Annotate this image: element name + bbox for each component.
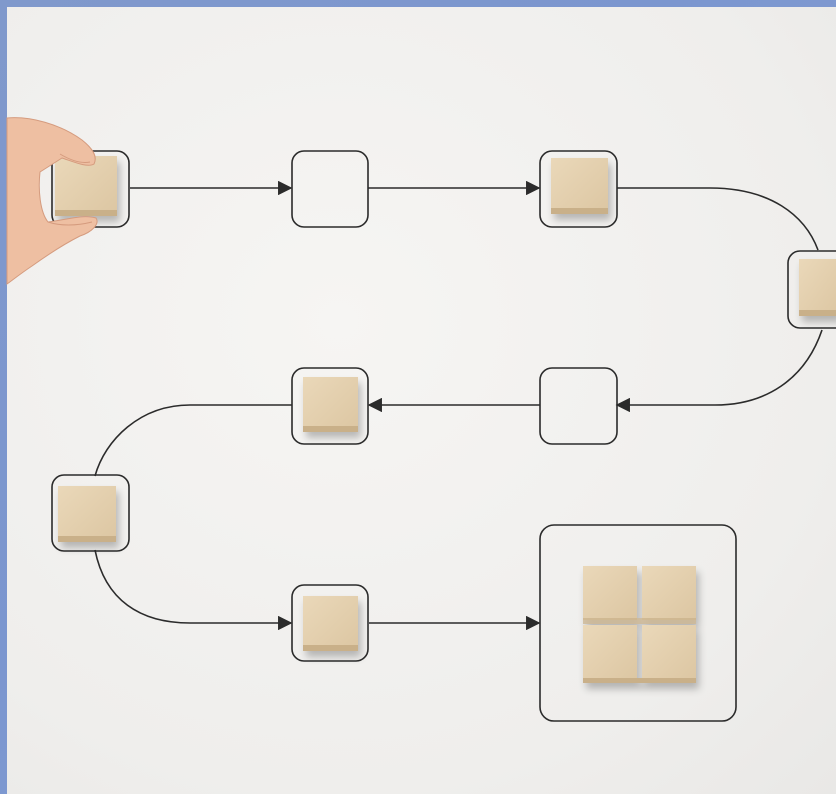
node-outline-n2	[291, 150, 369, 228]
wood-block-n1	[55, 156, 117, 216]
photo-background	[7, 7, 836, 794]
wood-block-grid-target	[583, 566, 696, 683]
node-outline-n8	[291, 584, 369, 662]
node-outline-n5	[539, 367, 618, 445]
connector-n4-n5	[615, 329, 823, 413]
wood-block-n8	[303, 596, 358, 651]
hand-illustration	[6, 117, 98, 285]
wood-block-n3	[551, 158, 608, 214]
node-outline-n3	[539, 150, 618, 228]
node-outline-n4	[787, 250, 836, 329]
connector-n7-n8	[94, 549, 293, 631]
node-outline-n6	[291, 367, 369, 445]
node-outline-target	[539, 524, 737, 722]
connector-n6-n7	[94, 404, 292, 477]
wood-block-n6	[303, 377, 358, 432]
connector-n3-n4	[617, 187, 819, 251]
wood-block-n4	[799, 259, 836, 316]
wood-block-n7	[58, 486, 116, 542]
node-outline-n7	[51, 474, 130, 552]
